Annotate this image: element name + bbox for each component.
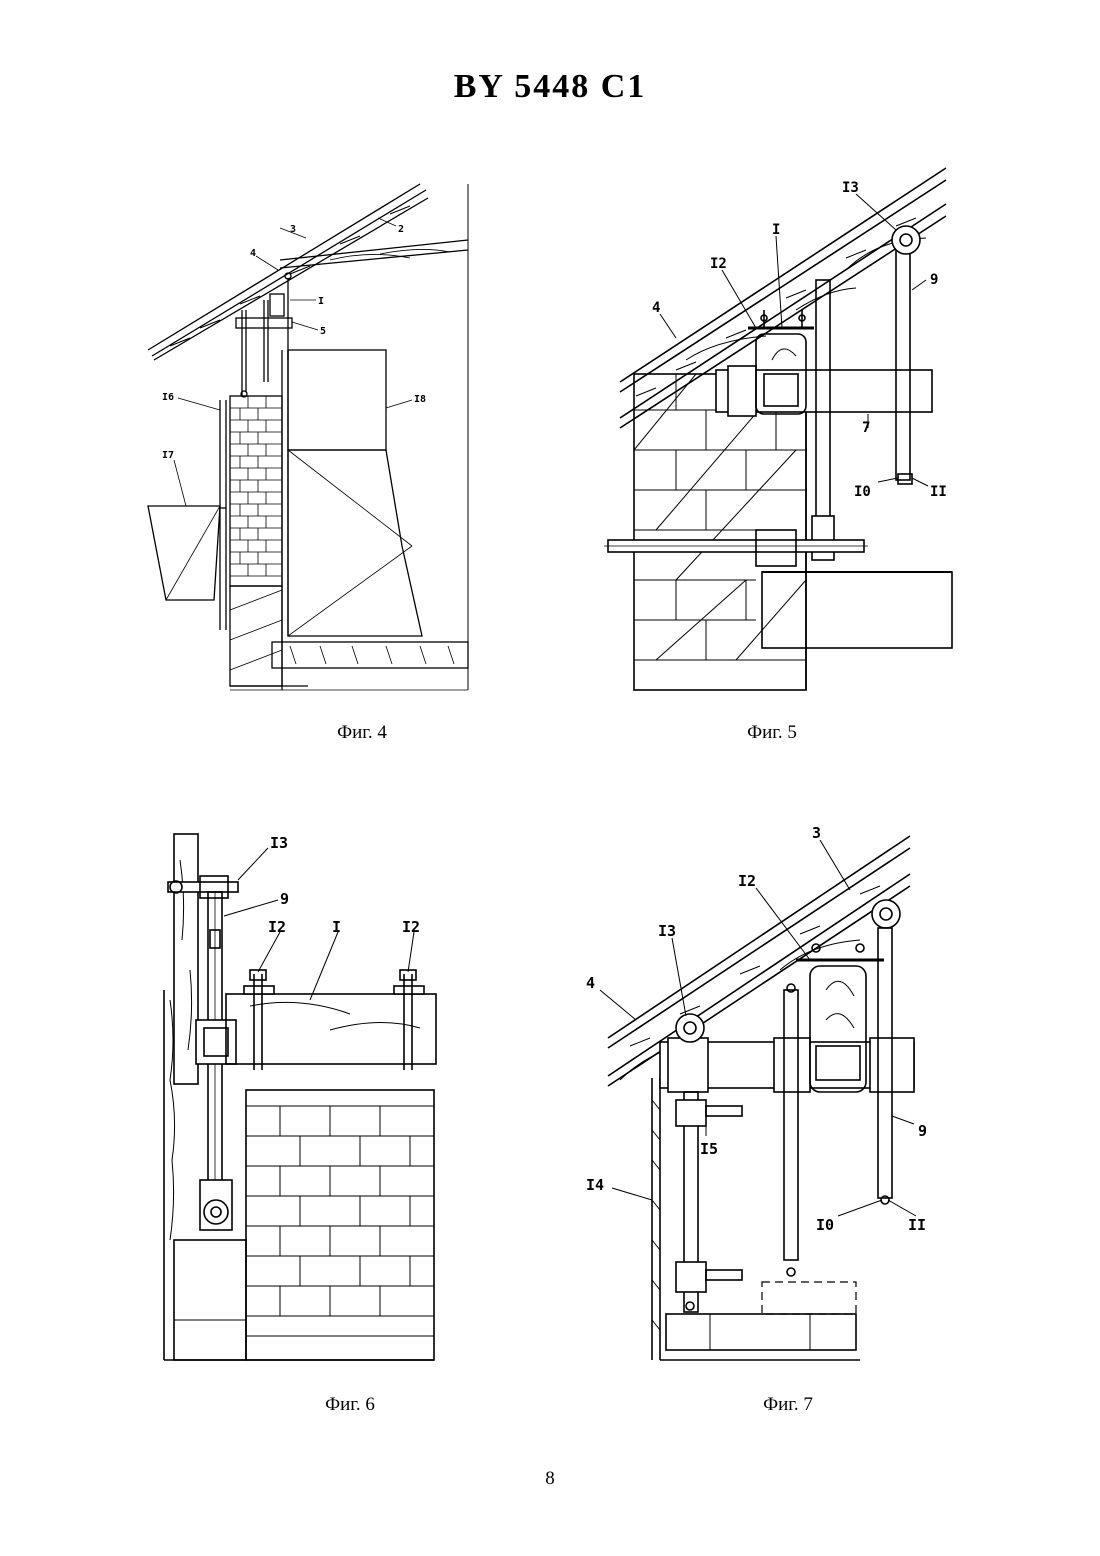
fig5-label-12: I2 <box>710 256 727 272</box>
fig7-label-15: I5 <box>700 1140 718 1158</box>
fig4-label-1: I <box>318 296 324 307</box>
figure-7-drawing: 3 I2 I3 4 I5 9 I4 I0 II <box>580 820 930 1370</box>
patent-number-header: BY 5448 C1 <box>0 68 1100 106</box>
fig7-label-14: I4 <box>586 1176 604 1194</box>
fig4-label-5: 5 <box>320 326 326 337</box>
figure-4-caption: Фиг. 4 <box>262 722 462 744</box>
fig4-label-17: I7 <box>162 450 174 461</box>
fig5-label-9: 9 <box>930 272 938 288</box>
fig6-label-9: 9 <box>280 890 289 908</box>
fig7-label-3: 3 <box>812 824 821 842</box>
fig5-label-1: I <box>772 222 780 238</box>
figure-7-caption: Фиг. 7 <box>688 1394 888 1416</box>
fig6-label-12b: I2 <box>402 918 420 936</box>
fig5-label-11: II <box>930 484 947 500</box>
fig5-label-13: I3 <box>842 180 859 196</box>
fig6-label-1: I <box>332 918 341 936</box>
fig7-label-11: II <box>908 1216 926 1234</box>
fig5-label-10: I0 <box>854 484 871 500</box>
fig5-label-7: 7 <box>862 420 870 436</box>
fig6-label-13: I3 <box>270 834 288 852</box>
figure-4-drawing: 3 2 4 I 5 I6 I7 I8 <box>130 170 490 710</box>
fig7-label-13: I3 <box>658 922 676 940</box>
figure-5-caption: Фиг. 5 <box>672 722 872 744</box>
fig4-label-16: I6 <box>162 392 174 403</box>
figure-5-drawing: I3 I I2 4 9 7 I0 II <box>596 160 966 700</box>
fig4-label-4: 4 <box>250 248 256 259</box>
page-number: 8 <box>0 1468 1100 1490</box>
figure-6-drawing: I3 9 I2 I I2 <box>150 820 450 1370</box>
figure-6-caption: Фиг. 6 <box>250 1394 450 1416</box>
fig4-label-2: 2 <box>398 224 404 235</box>
fig5-label-4: 4 <box>652 300 660 316</box>
fig6-label-12a: I2 <box>268 918 286 936</box>
fig4-label-18: I8 <box>414 394 426 405</box>
fig4-label-3: 3 <box>290 224 296 235</box>
fig7-label-9: 9 <box>918 1122 927 1140</box>
fig7-label-12: I2 <box>738 872 756 890</box>
fig7-label-10: I0 <box>816 1216 834 1234</box>
fig7-label-4: 4 <box>586 974 595 992</box>
